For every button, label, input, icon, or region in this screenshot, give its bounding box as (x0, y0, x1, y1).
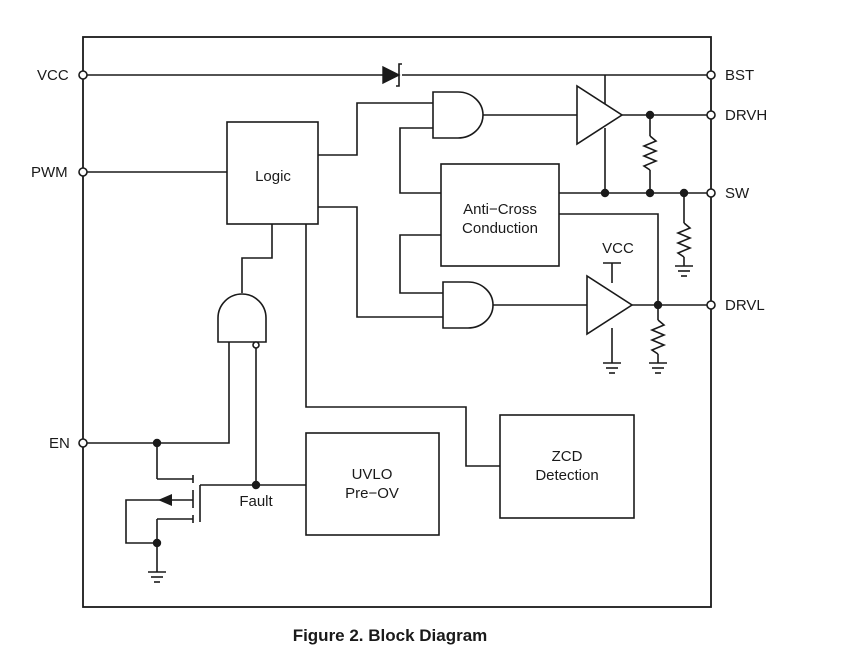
drvl-pin (706, 300, 716, 310)
en-pin-label: EN (49, 435, 70, 452)
en-wire (83, 342, 230, 444)
uvlo-pre-ov-block (305, 432, 440, 536)
bootstrap-diode-icon (382, 63, 402, 87)
vcc-pin (78, 70, 88, 80)
ground-icon (649, 362, 667, 374)
ground-icon (675, 265, 693, 277)
pwm-pin (78, 167, 88, 177)
logic-block (226, 121, 319, 225)
anti-cross-conduction-block (440, 163, 560, 267)
resistor-drvl-gnd (649, 319, 667, 355)
zcd-label: ZCD (552, 448, 583, 465)
resistor-sw-gnd (675, 222, 693, 258)
enable-and-gate (217, 293, 267, 343)
bst-pin-label: BST (725, 67, 754, 84)
fault-label: Fault (239, 493, 273, 510)
low-side-driver (586, 274, 634, 336)
zcd-detection-block (499, 414, 635, 519)
pwm-pin-label: PWM (31, 164, 68, 181)
logic-label: Logic (255, 168, 291, 185)
conduction-label: Conduction (462, 220, 538, 237)
figure-caption: Figure 2. Block Diagram (293, 626, 488, 645)
detection-label: Detection (535, 467, 598, 484)
ground-icon (603, 362, 621, 374)
internal-vcc-label: VCC (602, 240, 634, 257)
logic-to-low-and-wire (318, 206, 443, 318)
logic-to-high-and-wire (318, 102, 433, 156)
pre-ov-label: Pre−OV (345, 485, 399, 502)
drvh-pin (706, 110, 716, 120)
sw-pin-label: SW (725, 185, 750, 202)
en-pin (78, 438, 88, 448)
resistor-drvh-sw (641, 135, 659, 171)
high-side-and-gate (432, 91, 484, 139)
anticross-to-low-and-wire (399, 234, 443, 294)
uvlo-label: UVLO (352, 466, 393, 483)
sw-pin (706, 188, 716, 198)
logic-enable-wire (241, 224, 273, 293)
inverting-bubble (252, 341, 260, 349)
chip-outline (82, 36, 712, 608)
high-side-driver (576, 84, 624, 146)
bst-pin (706, 70, 716, 80)
en-pulldown-transistor (125, 443, 201, 572)
low-side-and-gate (442, 281, 494, 329)
ground-icon (148, 571, 166, 583)
drvh-pin-label: DRVH (725, 107, 767, 124)
sense-wire (559, 213, 659, 305)
anti-cross-label: Anti−Cross (463, 201, 537, 218)
logic-zcd-wire (305, 224, 500, 467)
anticross-to-high-and-wire (399, 127, 441, 194)
vcc-pin-label: VCC (37, 67, 69, 84)
drvl-pin-label: DRVL (725, 297, 765, 314)
